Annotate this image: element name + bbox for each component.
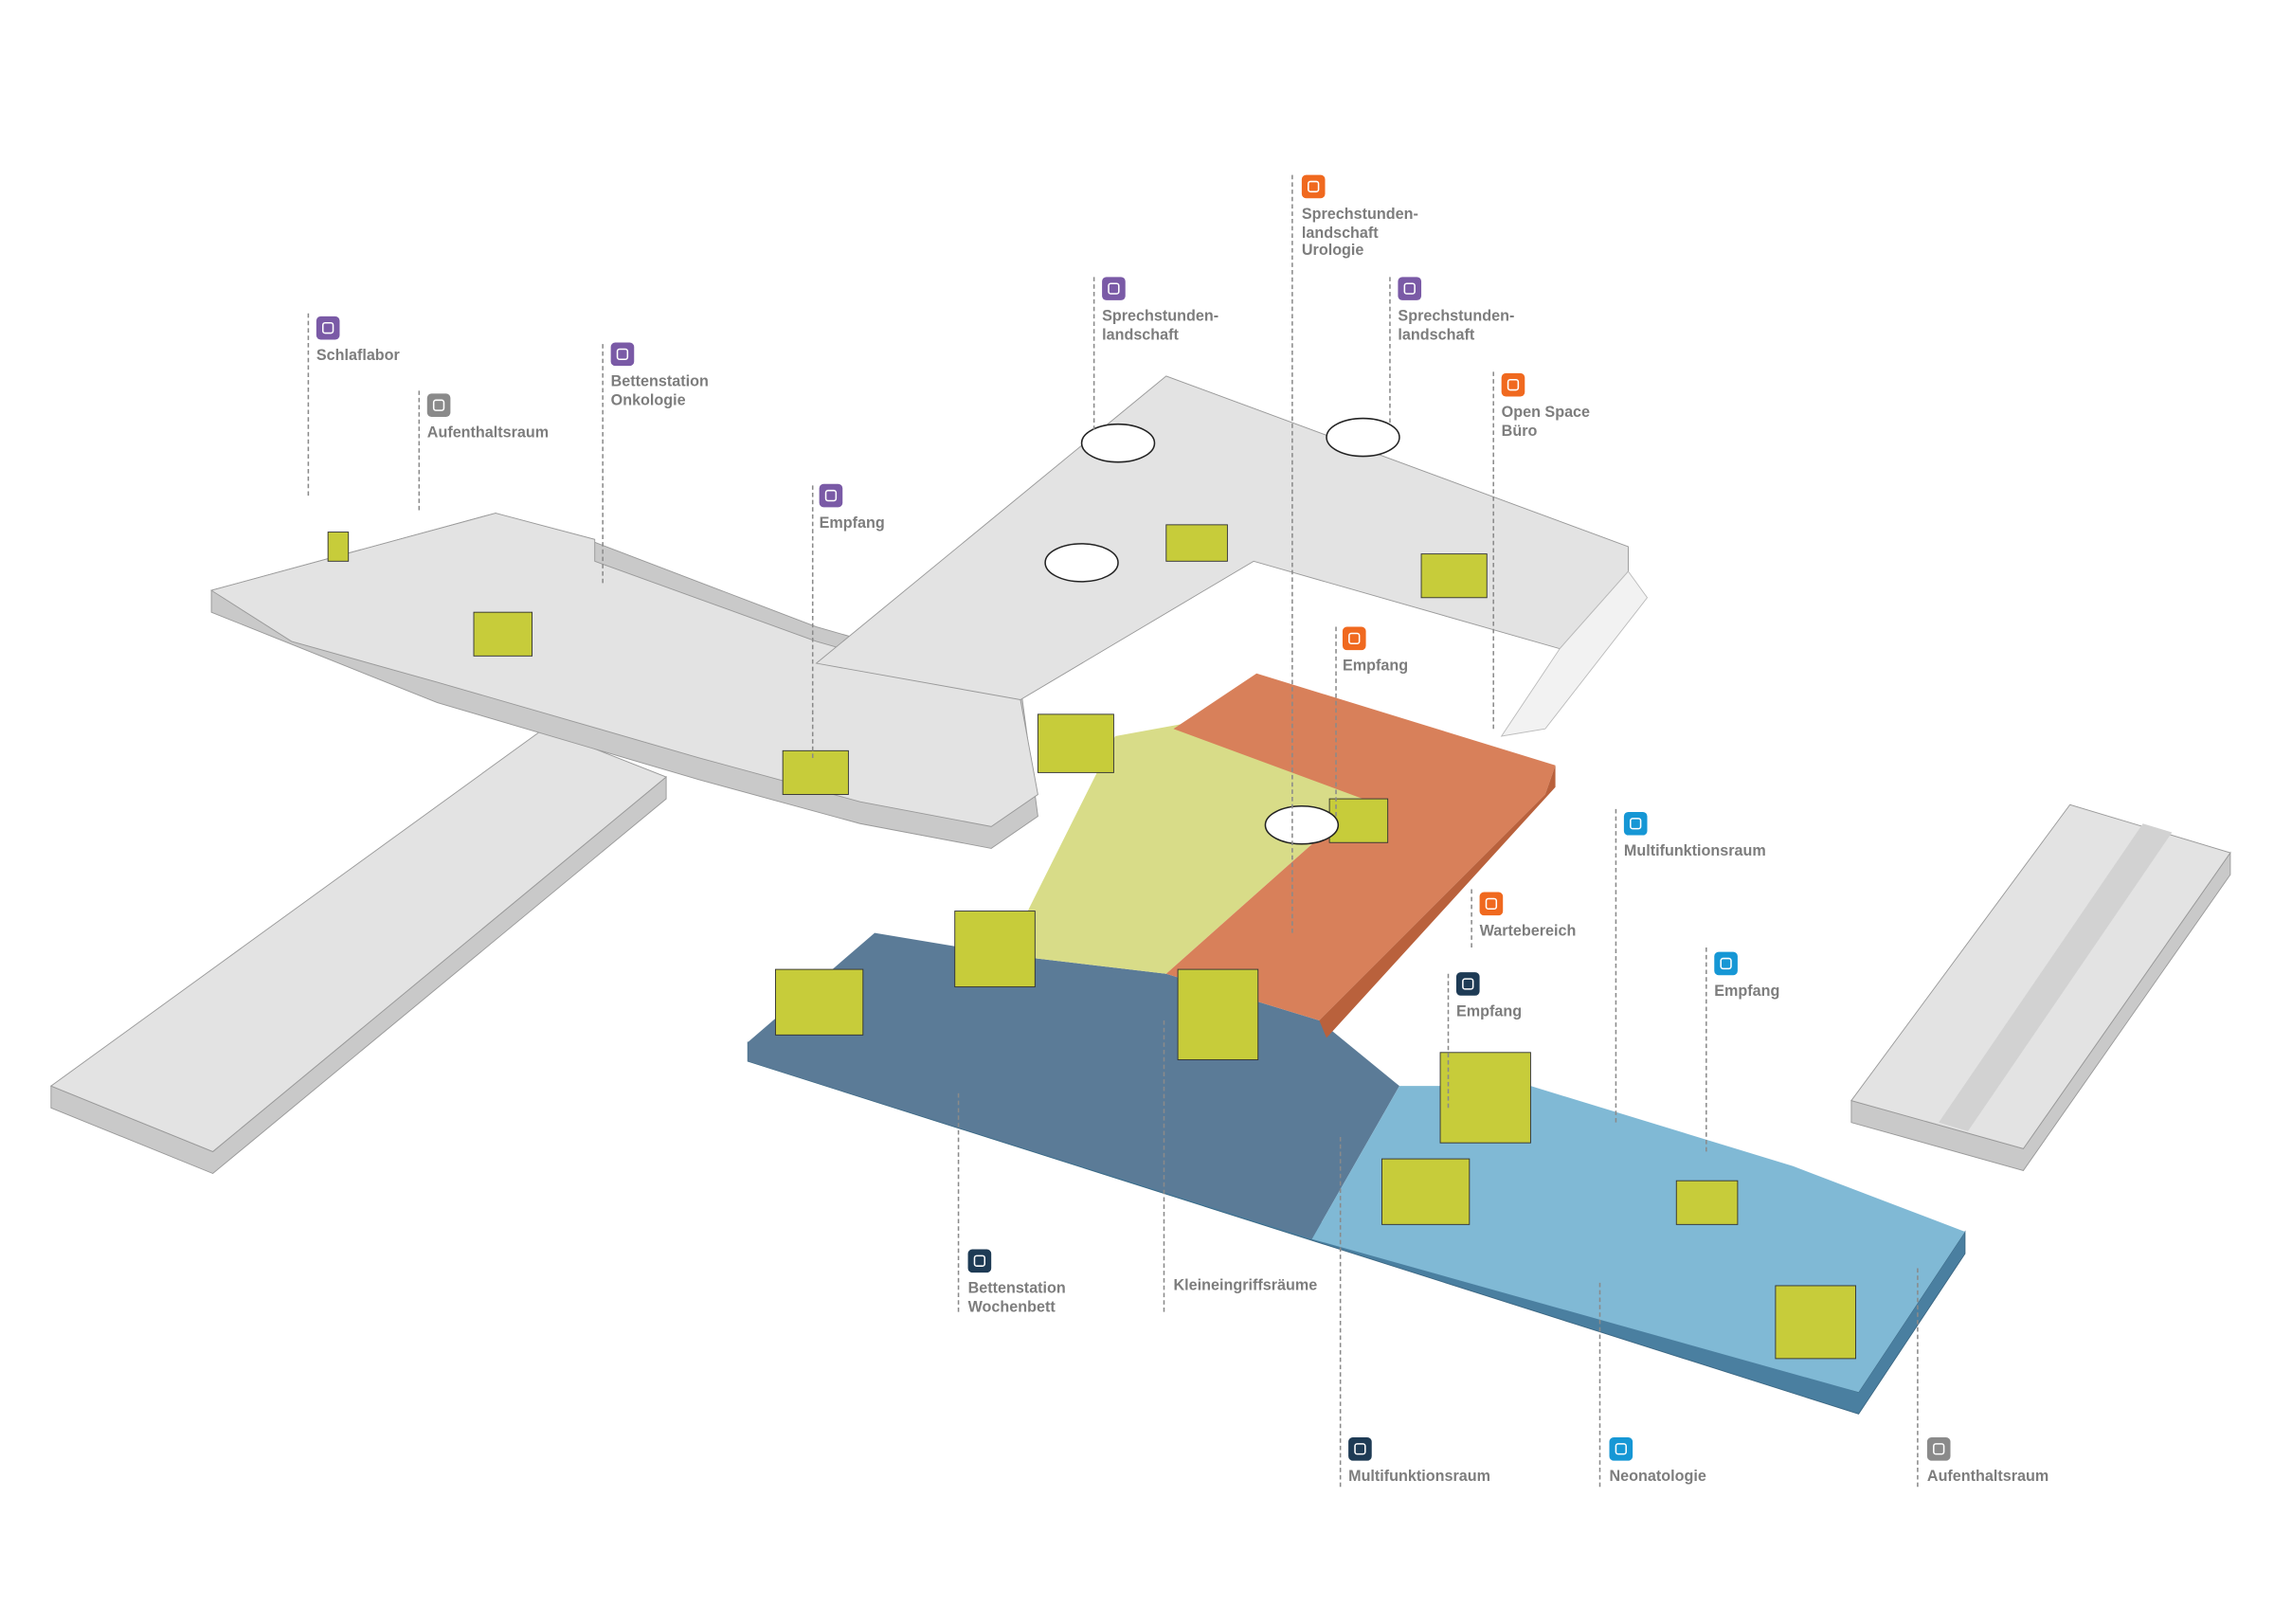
label-text: Wartebereich [1479,922,1577,941]
orange-category-icon [1501,372,1525,397]
label-text: Multifunktionsraum [1348,1468,1490,1486]
leader-line [418,390,421,511]
purple-category-icon [819,483,843,508]
label-multifunktionsraum-navy: Multifunktionsraum [1348,1436,1490,1487]
leader-line [1706,947,1707,1152]
label-text: Sprechstunden- [1301,205,1418,224]
label-text: Wochenbett [967,1298,1056,1316]
orange-category-icon [1301,174,1326,199]
orange-category-icon [1479,892,1504,916]
label-kleineingriffsraeume: Kleineingriffsräume [1173,1277,1317,1295]
orange-category-icon [1342,626,1366,651]
purple-category-icon [610,342,635,367]
label-wartebereich: Wartebereich [1479,892,1577,942]
cyan-category-icon [1609,1436,1633,1461]
leader-line [1447,973,1450,1109]
label-text: Bettenstation [610,372,709,391]
label-text: Aufenthaltsraum [1926,1468,2049,1486]
gray-category-icon [426,393,451,418]
leader-line [811,485,814,759]
purple-category-icon [1398,277,1422,300]
label-empfang-cyan: Empfang [1714,951,1780,1001]
navy-category-icon [967,1249,992,1273]
right-gray-block [1850,803,2231,1171]
label-text: Empfang [819,514,885,532]
label-sprechstunden-left: Sprechstunden-landschaft [1102,277,1218,344]
leader-line [1339,1137,1342,1488]
cyan-category-icon [1623,811,1648,836]
label-text: Onkologie [610,391,686,409]
label-empfang-orange: Empfang [1342,626,1409,677]
label-multifunktionsraum-cyan: Multifunktionsraum [1623,811,1766,861]
label-text: Bettenstation [967,1279,1066,1298]
leader-line [1615,808,1617,1123]
navy-category-icon [1455,972,1480,996]
label-text: Sprechstunden- [1102,307,1219,326]
label-text: Multifunktionsraum [1623,842,1766,860]
label-text: Empfang [1342,657,1409,676]
leader-line [1389,277,1391,424]
leader-line [1598,1282,1601,1488]
gray-category-icon [1926,1436,1951,1461]
label-text: Sprechstunden- [1398,307,1515,326]
leader-line [1492,371,1494,730]
label-text: Büro [1501,422,1538,440]
furniture [327,524,1856,1360]
left-office-floor [49,728,667,1175]
leader-line [602,344,604,584]
label-text: Schlaflabor [316,347,400,365]
label-text: Neonatologie [1609,1468,1706,1486]
label-text: Empfang [1455,1002,1523,1020]
label-sprechstunden-right: Sprechstunden-landschaft [1398,277,1514,344]
label-text: Urologie [1301,242,1364,260]
label-text: Aufenthaltsraum [426,424,550,442]
label-text: Open Space [1501,404,1591,422]
label-text: landschaft [1301,224,1379,242]
cyan-category-icon [1714,951,1738,976]
label-aufenthaltsraum-bottom: Aufenthaltsraum [1926,1436,2049,1487]
label-text: landschaft [1398,325,1475,344]
label-text: landschaft [1102,325,1179,344]
leader-line [1335,626,1337,817]
purple-category-icon [1102,277,1126,300]
label-schlaflabor: Schlaflabor [316,316,400,366]
leader-line [307,313,310,496]
leader-line [957,1092,960,1312]
label-neonatologie: Neonatologie [1609,1436,1706,1487]
leader-line [1092,277,1095,430]
leader-line [1471,889,1472,948]
leader-line [1291,174,1293,933]
label-empfang-navy: Empfang [1455,972,1523,1021]
label-text: Empfang [1714,982,1780,1001]
label-empfang-purple: Empfang [819,483,885,533]
label-text: Kleineingriffsräume [1173,1276,1318,1295]
purple-category-icon [316,316,340,340]
speech-bubbles [1044,417,1400,845]
label-aufenthaltsraum-top: Aufenthaltsraum [426,393,550,442]
leader-line [1163,1020,1165,1312]
leader-line [1917,1268,1919,1488]
navy-category-icon [1348,1436,1372,1461]
